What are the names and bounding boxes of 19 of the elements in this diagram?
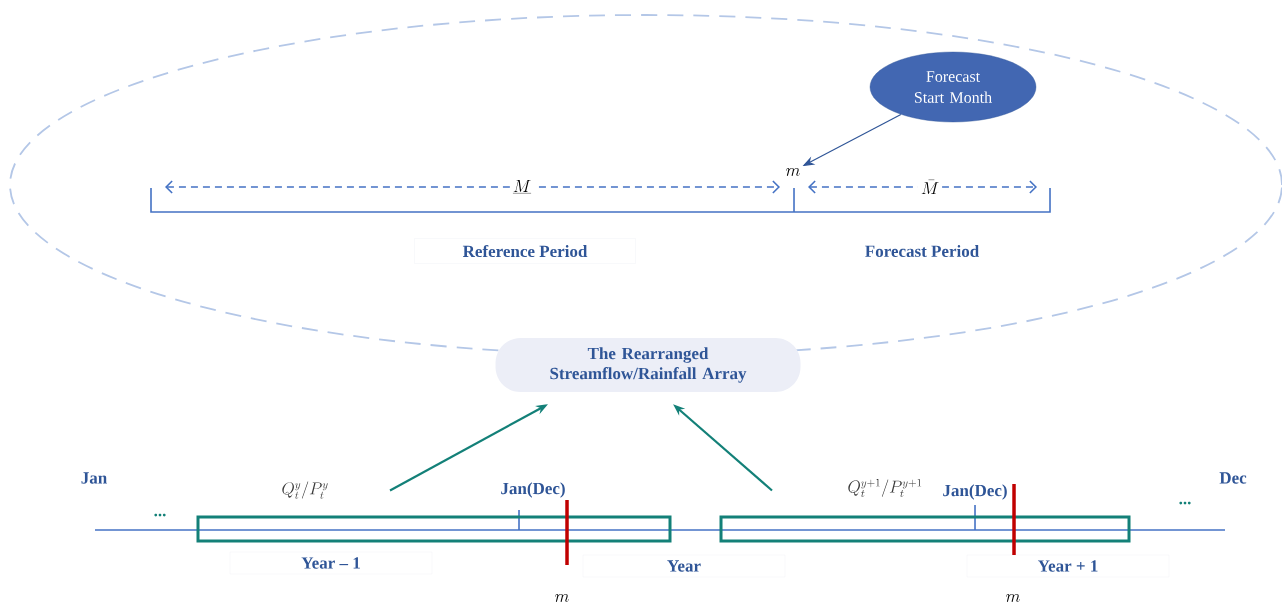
ellipsis-label: ... xyxy=(154,513,166,517)
month-label: $m$ xyxy=(555,594,569,602)
period-label: Forecast Period xyxy=(865,245,979,257)
year-box: Year – 1 xyxy=(229,551,433,575)
month-label: Jan xyxy=(81,472,107,484)
month-label: $m$ xyxy=(1006,594,1020,602)
formula-label: $Q_t^{y+1} / P_t^{y+1}$ xyxy=(848,478,922,497)
year-box: Year xyxy=(582,554,786,578)
month-label: Dec xyxy=(1219,472,1247,484)
ellipsis-label: ... xyxy=(1179,501,1191,505)
formula-label: $Q_t^{y} / P_t^{y}$ xyxy=(282,481,328,499)
array-box: The Rearranged Streamflow/Rainfall Array xyxy=(495,338,801,392)
dimension-label: $\underline{M}$ xyxy=(509,177,535,197)
dimension-label: $\bar{M}$ xyxy=(917,177,943,197)
month-label: Jan(Dec) xyxy=(501,482,565,498)
year-box: Year + 1 xyxy=(966,554,1170,578)
month-label: $m$ xyxy=(786,168,800,176)
period-box: Reference Period xyxy=(414,238,636,264)
month-label: Jan(Dec) xyxy=(943,484,1007,500)
